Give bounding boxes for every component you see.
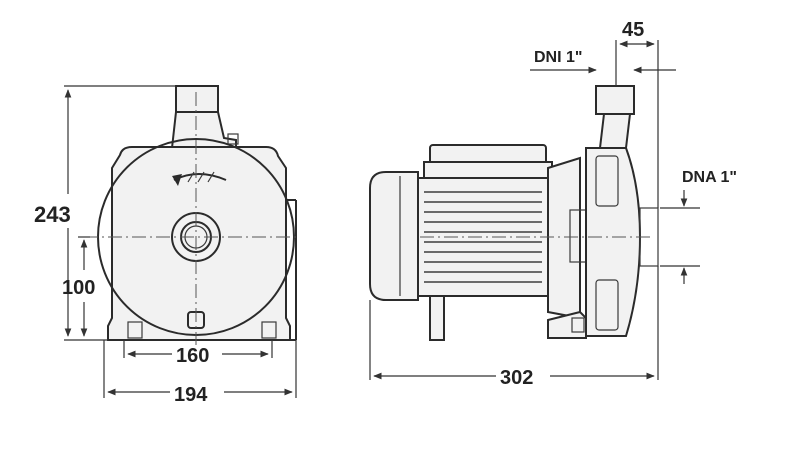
outlet-connection-label: DNA 1" — [682, 169, 737, 186]
bracket — [547, 156, 581, 320]
side-view — [369, 85, 659, 341]
motor-end-cap — [369, 171, 419, 301]
dim-base-width: 194 — [174, 384, 208, 406]
dim-total-height: 243 — [34, 202, 71, 227]
inlet-connection-label: DNI 1" — [534, 49, 582, 66]
discharge-neck — [170, 85, 239, 152]
motor-foot — [429, 295, 445, 341]
dim-total-length: 302 — [500, 367, 533, 389]
dim-shaft-height: 100 — [62, 277, 95, 299]
dim-inlet-offset: 45 — [622, 19, 644, 41]
rotation-arrow-icon — [172, 171, 227, 186]
pump-casing — [585, 147, 642, 337]
outlet-neck — [595, 85, 635, 149]
dimension-lines — [64, 40, 700, 398]
front-view — [84, 85, 300, 345]
cooling-fins — [424, 191, 542, 283]
terminal-box — [423, 144, 553, 179]
dim-foot-spacing: 160 — [176, 345, 209, 367]
